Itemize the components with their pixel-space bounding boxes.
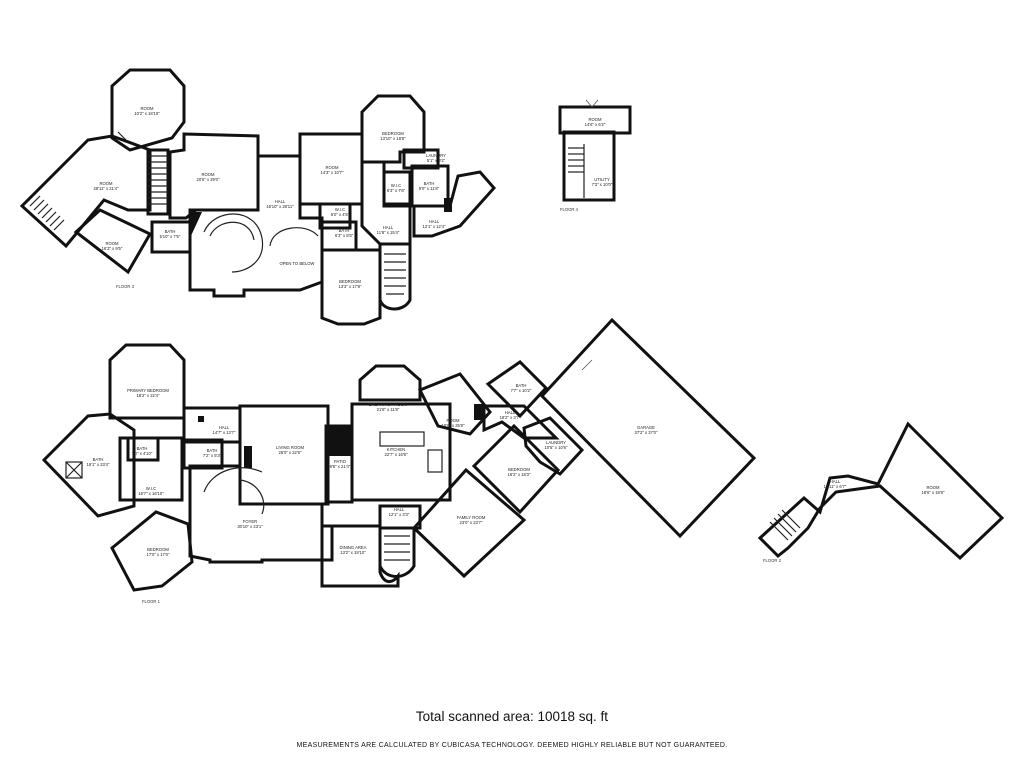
floor-2-plan (757, 421, 1005, 561)
room-label: OPEN TO BELOW (280, 261, 315, 266)
floor-label: FLOOR 3 (116, 284, 135, 289)
disclaimer: MEASUREMENTS ARE CALCULATED BY CUBICASA … (296, 742, 728, 749)
total-area: Total scanned area: 10018 sq. ft (415, 709, 609, 724)
floor-label: FLOOR 2 (763, 558, 782, 563)
floor-label: FLOOR 4 (560, 207, 579, 212)
floor-label: FLOOR 1 (142, 599, 161, 604)
floor-1-plan (41, 317, 757, 592)
floor-4-plan (558, 99, 632, 202)
floor-3-plan (19, 68, 497, 326)
